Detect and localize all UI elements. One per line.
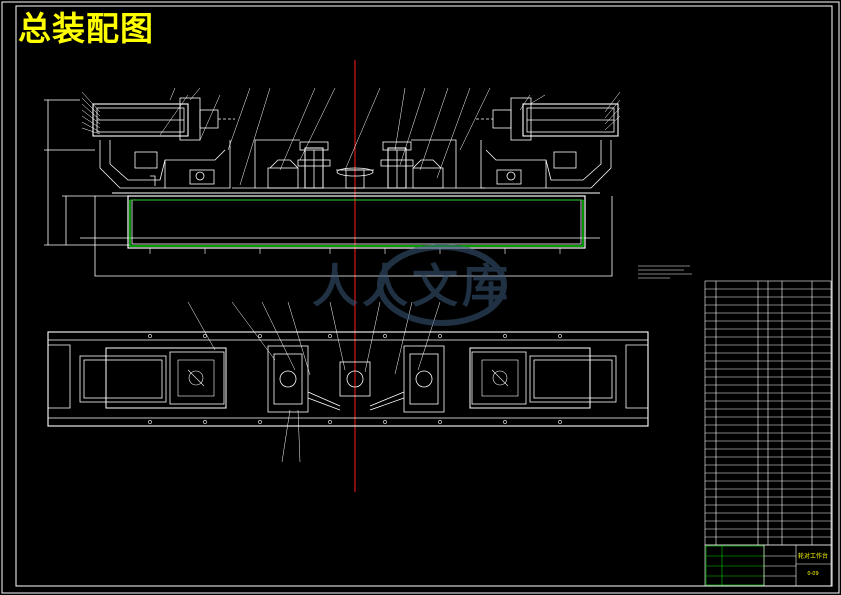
plan-center-hub — [339, 361, 371, 397]
plan-center-right-block — [403, 345, 445, 413]
parts-list-table — [704, 280, 832, 546]
plan-left-clamp — [105, 347, 227, 409]
plan-center-left-block — [267, 345, 309, 413]
plan-view — [47, 301, 649, 463]
drawing-title: 总装配图 — [18, 9, 154, 48]
left-hydraulic-cylinder — [92, 103, 189, 137]
inner-sheet-border — [15, 5, 833, 587]
right-hydraulic-cylinder — [522, 103, 619, 137]
title-block — [704, 544, 832, 587]
front-elevation-view — [44, 87, 692, 279]
base-beam — [127, 195, 586, 249]
plan-frame — [47, 331, 649, 427]
plan-right-clamp — [469, 347, 591, 409]
weld-line — [129, 200, 584, 247]
title-block-code: 0-09 — [807, 571, 818, 577]
title-block-name: 轮对工作台 — [798, 552, 828, 560]
